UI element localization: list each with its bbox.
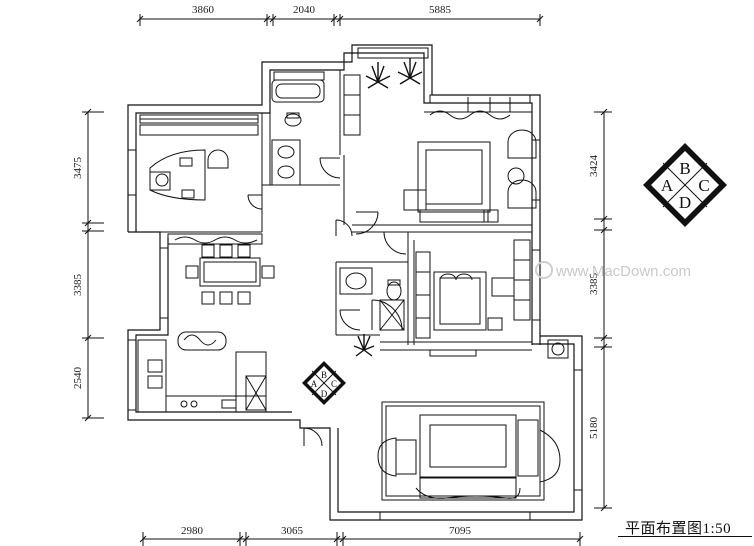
compass-small-letter-b: B bbox=[321, 370, 327, 380]
compass-small-letters: B A C D bbox=[311, 370, 337, 399]
second-bedroom-furniture bbox=[415, 239, 531, 357]
doors bbox=[247, 157, 407, 447]
dim-right-3: 5180 bbox=[588, 417, 600, 440]
windows bbox=[127, 71, 583, 521]
watermark-text: www.MacDown.com bbox=[555, 263, 691, 280]
dim-left-3: 2540 bbox=[72, 367, 84, 390]
plant-icons bbox=[353, 58, 423, 357]
living-room-furniture bbox=[377, 339, 569, 501]
dim-left-1: 3475 bbox=[72, 157, 84, 180]
dim-bottom-1: 2980 bbox=[181, 525, 204, 537]
title-underline bbox=[618, 536, 752, 537]
balcony-top bbox=[357, 47, 429, 59]
compass-large-letters: B A C D bbox=[661, 159, 710, 212]
compass-letter-b: B bbox=[679, 159, 690, 178]
interior-walls bbox=[136, 70, 532, 351]
dim-bottom-2: 3065 bbox=[281, 525, 304, 537]
dim-right-1: 3424 bbox=[588, 155, 600, 178]
dim-left-2: 3385 bbox=[72, 274, 84, 297]
compass-small-letter-d: D bbox=[321, 389, 328, 399]
study-furniture bbox=[139, 124, 259, 201]
compass-large bbox=[643, 143, 727, 227]
compass-letter-a: A bbox=[661, 176, 674, 195]
dim-top-1: 3860 bbox=[192, 4, 215, 16]
compass-letter-d: D bbox=[679, 193, 691, 212]
compass-small-letter-a: A bbox=[311, 379, 318, 389]
right-dimension-ticks bbox=[594, 108, 612, 512]
bottom-dimension-ticks bbox=[139, 532, 584, 546]
dim-bottom-3: 7095 bbox=[449, 525, 472, 537]
dim-top-2: 2040 bbox=[293, 4, 316, 16]
master-bedroom-furniture bbox=[403, 97, 537, 223]
bathroom-lower bbox=[339, 267, 405, 331]
left-dimension-ticks bbox=[82, 108, 104, 422]
compass-small-letter-c: C bbox=[331, 379, 337, 389]
kitchen-cabinets bbox=[137, 331, 267, 413]
top-dimension-ticks bbox=[136, 14, 544, 26]
bathroom-top bbox=[271, 74, 361, 186]
compass-letter-c: C bbox=[698, 176, 709, 195]
dining-furniture bbox=[167, 233, 275, 305]
dim-right-2: 3385 bbox=[588, 273, 600, 296]
dim-top-3: 5885 bbox=[429, 4, 452, 16]
watermark: www.MacDown.com bbox=[535, 261, 691, 280]
compass-small bbox=[302, 361, 346, 405]
dimension-labels: 3860 2040 5885 2980 3065 7095 3475 3385 … bbox=[72, 4, 600, 537]
drawing-title: 平面布置图1:50 bbox=[625, 521, 732, 537]
